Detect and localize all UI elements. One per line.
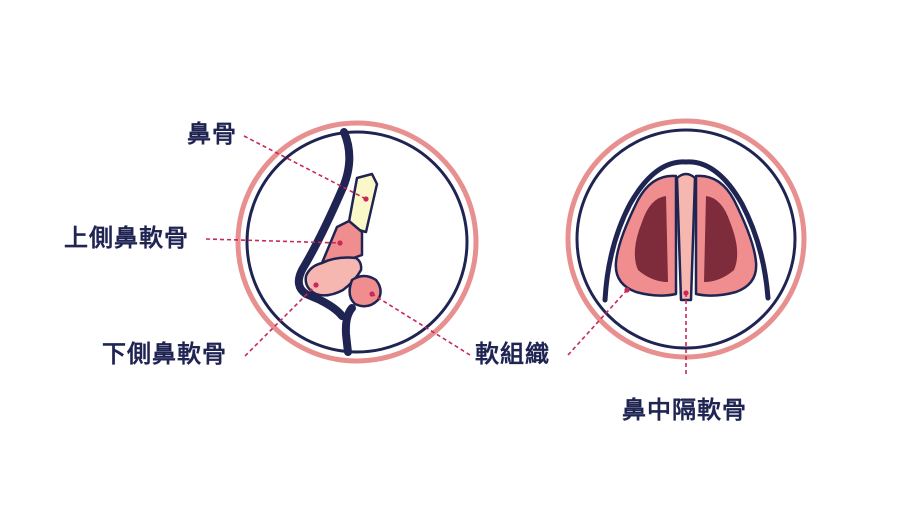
nasal-tip-skin-outline: [602, 159, 771, 303]
leader-lower-lateral: [244, 284, 317, 357]
side-profile-inner-ring: [245, 130, 469, 354]
lower-lateral-cartilage-shape: [304, 256, 363, 297]
soft-tissue-shape: [348, 274, 382, 308]
leader-nasal-bone: [243, 135, 367, 200]
leader-dot-soft-tissue: [369, 291, 375, 297]
label-soft-tissue: 軟組織: [475, 340, 550, 368]
right-nostril-shape: [704, 196, 738, 282]
left-nostril-shape: [634, 196, 668, 282]
label-upper-lateral-cartilage: 上側鼻軟骨: [64, 224, 189, 252]
nasal-bone-shape: [346, 172, 379, 234]
leader-dot-ala: [624, 287, 630, 293]
nose-profile-outline: [294, 128, 354, 320]
label-septal-cartilage: 鼻中隔軟骨: [622, 396, 747, 424]
leader-dot-nasal-bone: [363, 196, 369, 202]
leader-upper-lateral: [205, 238, 341, 244]
septal-cartilage-shape: [675, 172, 697, 302]
upper-lip-outline: [341, 304, 356, 356]
leader-ala-to-label: [567, 289, 628, 356]
base-view-inner-ring: [575, 128, 797, 350]
leader-dot-lower-lateral: [313, 282, 319, 288]
leader-soft-tissue: [371, 293, 471, 356]
side-profile-panel: [235, 120, 479, 364]
leader-dot-septal: [683, 290, 689, 296]
leader-dot-upper-lateral: [337, 240, 343, 246]
label-nasal-bone: 鼻骨: [187, 120, 237, 148]
base-view-panel: [565, 118, 807, 360]
label-lower-lateral-cartilage: 下側鼻軟骨: [102, 340, 227, 368]
leader-lines: [205, 135, 689, 376]
